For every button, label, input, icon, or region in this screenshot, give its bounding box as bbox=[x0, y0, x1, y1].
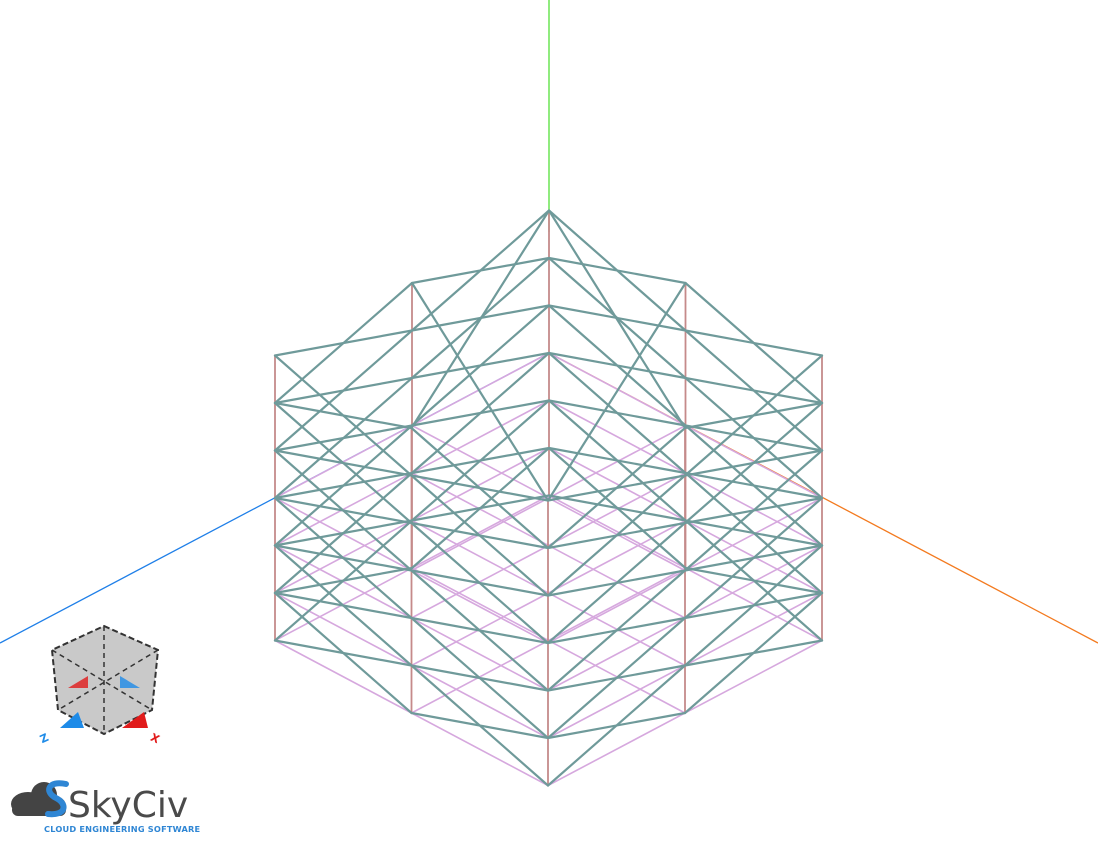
brace-member[interactable] bbox=[683, 639, 824, 667]
brace-member[interactable] bbox=[547, 494, 687, 522]
brace-member[interactable] bbox=[273, 354, 413, 477]
brace-member[interactable] bbox=[410, 281, 550, 502]
brace-member[interactable] bbox=[410, 569, 550, 692]
x-axis-arrow-icon[interactable] bbox=[122, 712, 148, 728]
brace-member[interactable] bbox=[410, 209, 551, 332]
brace-member[interactable] bbox=[547, 446, 687, 475]
brace-member[interactable] bbox=[273, 519, 414, 642]
brace-member[interactable] bbox=[683, 449, 824, 477]
brace-member[interactable] bbox=[547, 209, 687, 430]
brace-member[interactable] bbox=[546, 711, 687, 740]
brace-member[interactable] bbox=[546, 569, 687, 597]
brace-member[interactable] bbox=[683, 496, 824, 525]
brace-member[interactable] bbox=[273, 496, 413, 620]
brace-member[interactable] bbox=[273, 471, 414, 595]
brace-member[interactable] bbox=[273, 376, 414, 500]
brace-member[interactable] bbox=[273, 591, 413, 715]
view-cube-x-label: X bbox=[148, 731, 162, 747]
brace-member[interactable] bbox=[273, 401, 413, 525]
truss-structure[interactable] bbox=[273, 209, 824, 787]
brace-member[interactable] bbox=[546, 281, 687, 502]
view-cube-body[interactable] bbox=[50, 624, 160, 736]
brace-member[interactable] bbox=[684, 376, 824, 405]
brace-member[interactable] bbox=[410, 474, 550, 597]
brace-member[interactable] bbox=[684, 424, 824, 452]
brace-member[interactable] bbox=[273, 424, 414, 547]
brace-member[interactable] bbox=[273, 329, 414, 452]
brace-member[interactable] bbox=[410, 304, 551, 427]
brace-member[interactable] bbox=[546, 474, 687, 502]
brace-member[interactable] bbox=[547, 351, 687, 380]
brace-member[interactable] bbox=[273, 449, 413, 572]
brace-member[interactable] bbox=[684, 566, 824, 595]
brace-member[interactable] bbox=[410, 664, 550, 787]
brace-member[interactable] bbox=[410, 446, 551, 570]
brace-member[interactable] bbox=[683, 544, 824, 572]
skyciv-logo: SkyCiv CLOUD ENGINEERING SOFTWARE bbox=[8, 776, 208, 838]
brace-member[interactable] bbox=[683, 591, 824, 620]
brace-member[interactable] bbox=[273, 281, 414, 405]
view-cube[interactable]: Z X bbox=[30, 618, 180, 748]
brace-member[interactable] bbox=[546, 664, 687, 692]
brace-member[interactable] bbox=[410, 209, 551, 430]
brace-member[interactable] bbox=[547, 399, 687, 427]
brace-member[interactable] bbox=[410, 616, 550, 740]
logo-wordmark: SkyCiv bbox=[68, 785, 188, 826]
cloud-s-icon bbox=[11, 780, 69, 818]
view-cube-z-label: Z bbox=[38, 731, 51, 746]
brace-member[interactable] bbox=[410, 399, 551, 522]
brace-member[interactable] bbox=[547, 256, 687, 285]
z-axis-arrow-icon[interactable] bbox=[60, 712, 84, 728]
brace-member[interactable] bbox=[684, 471, 824, 500]
brace-member[interactable] bbox=[684, 329, 824, 357]
brace-member[interactable] bbox=[273, 544, 413, 667]
brace-member[interactable] bbox=[410, 521, 550, 645]
brace-member[interactable] bbox=[546, 521, 687, 550]
logo-tagline: CLOUD ENGINEERING SOFTWARE bbox=[44, 824, 200, 834]
brace-member[interactable] bbox=[684, 519, 824, 547]
brace-member[interactable] bbox=[410, 426, 550, 550]
brace-member[interactable] bbox=[546, 616, 687, 645]
brace-member[interactable] bbox=[683, 401, 824, 430]
brace-member[interactable] bbox=[410, 351, 551, 475]
